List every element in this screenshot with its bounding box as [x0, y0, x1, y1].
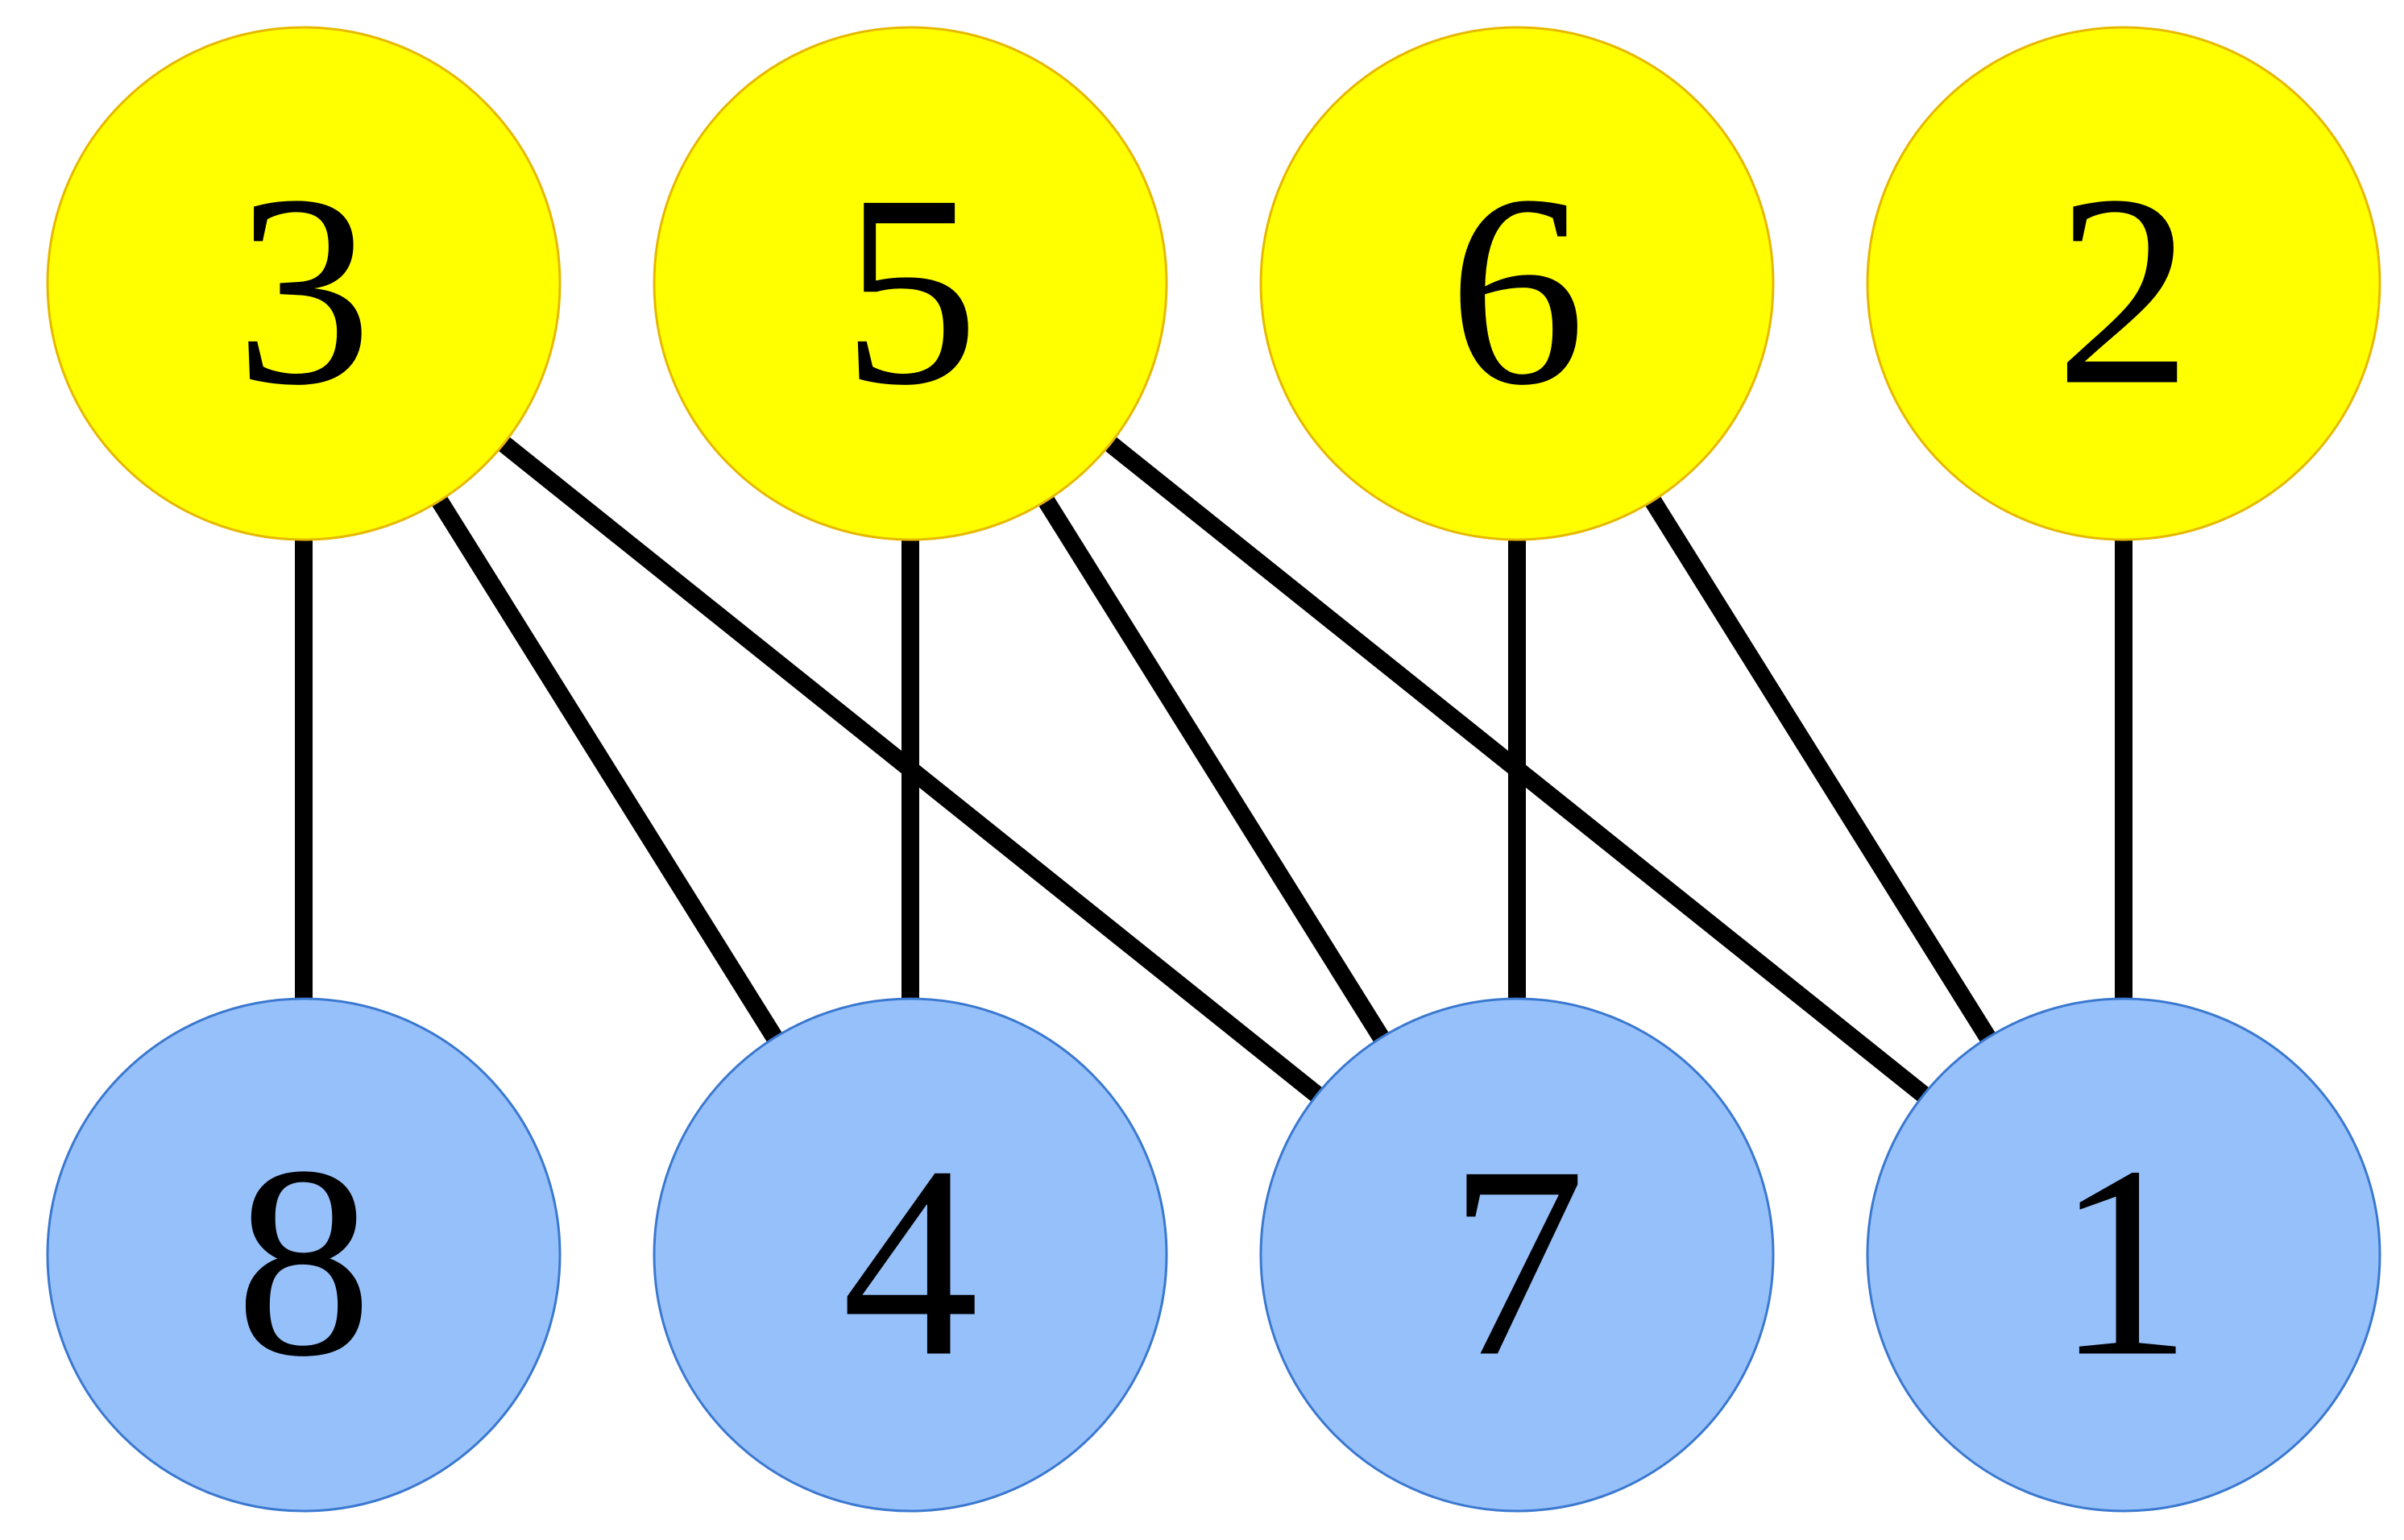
edges-layer [295, 276, 2133, 1262]
node-circle-6 [1259, 26, 1775, 541]
node-7: 7 [1259, 997, 1775, 1513]
nodes-layer: 1 2 3 4 5 6 7 8 [46, 26, 2381, 1513]
node-circle-2 [1866, 26, 2381, 541]
node-label-2: 2 [2055, 139, 2192, 442]
node-circle-1 [1866, 997, 2381, 1513]
node-label-5: 5 [842, 139, 979, 442]
node-2: 2 [1866, 26, 2381, 541]
node-circle-7 [1259, 997, 1775, 1513]
node-label-3: 3 [235, 139, 372, 442]
node-6: 6 [1259, 26, 1775, 541]
node-label-8: 8 [235, 1110, 372, 1414]
node-circle-3 [46, 26, 562, 541]
node-label-1: 1 [2055, 1110, 2192, 1414]
node-label-7: 7 [1449, 1110, 1585, 1414]
node-1: 1 [1866, 997, 2381, 1513]
node-circle-8 [46, 997, 562, 1513]
node-3: 3 [46, 26, 562, 541]
node-circle-5 [653, 26, 1168, 541]
node-label-6: 6 [1449, 139, 1585, 442]
node-label-4: 4 [842, 1110, 979, 1414]
node-4: 4 [653, 997, 1168, 1513]
node-circle-4 [653, 997, 1168, 1513]
node-8: 8 [46, 997, 562, 1513]
node-5: 5 [653, 26, 1168, 541]
